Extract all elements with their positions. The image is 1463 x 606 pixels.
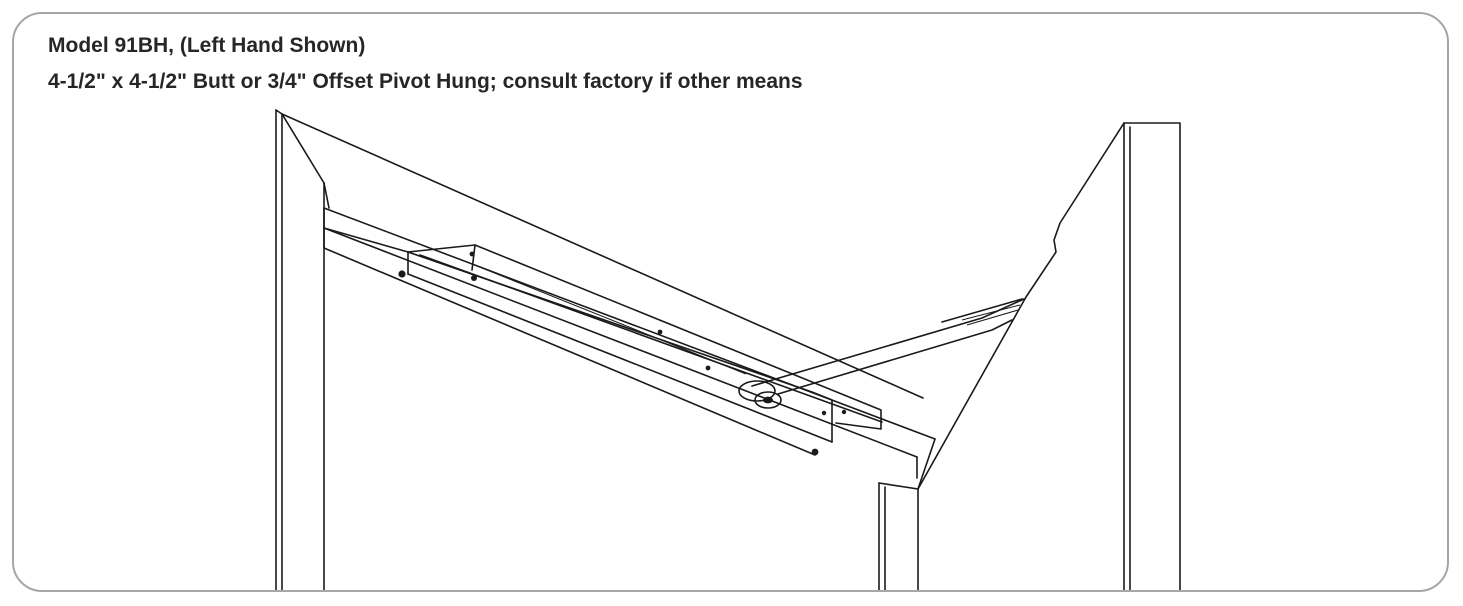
door-closer-drawing (275, 109, 1181, 590)
figure-card: Model 91BH, (Left Hand Shown) 4-1/2" x 4… (12, 12, 1449, 592)
closer-arm (738, 298, 1025, 409)
closer-body (407, 244, 883, 430)
frame-head (281, 113, 936, 479)
right-frame-jamb (878, 438, 936, 590)
left-frame-jamb (275, 109, 325, 590)
figure-title: Model 91BH, (Left Hand Shown) (48, 34, 366, 57)
mounting-plate (323, 227, 833, 456)
figure-subtitle: 4-1/2" x 4-1/2" Butt or 3/4" Offset Pivo… (48, 70, 803, 93)
door-leaf (917, 122, 1181, 590)
